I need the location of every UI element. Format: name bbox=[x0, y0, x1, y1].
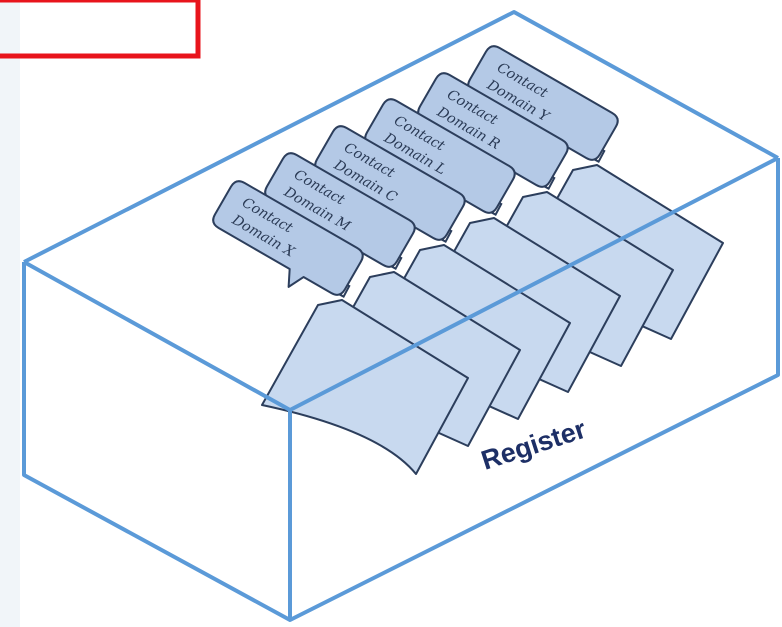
register-label: Register bbox=[478, 414, 590, 476]
box-back-edges bbox=[23, 10, 779, 264]
tab-bubble bbox=[212, 180, 364, 296]
red-highlight-box bbox=[0, 0, 201, 59]
index-card bbox=[261, 299, 469, 475]
left-margin-strip bbox=[0, 0, 20, 627]
box-front-edges bbox=[22, 156, 780, 622]
